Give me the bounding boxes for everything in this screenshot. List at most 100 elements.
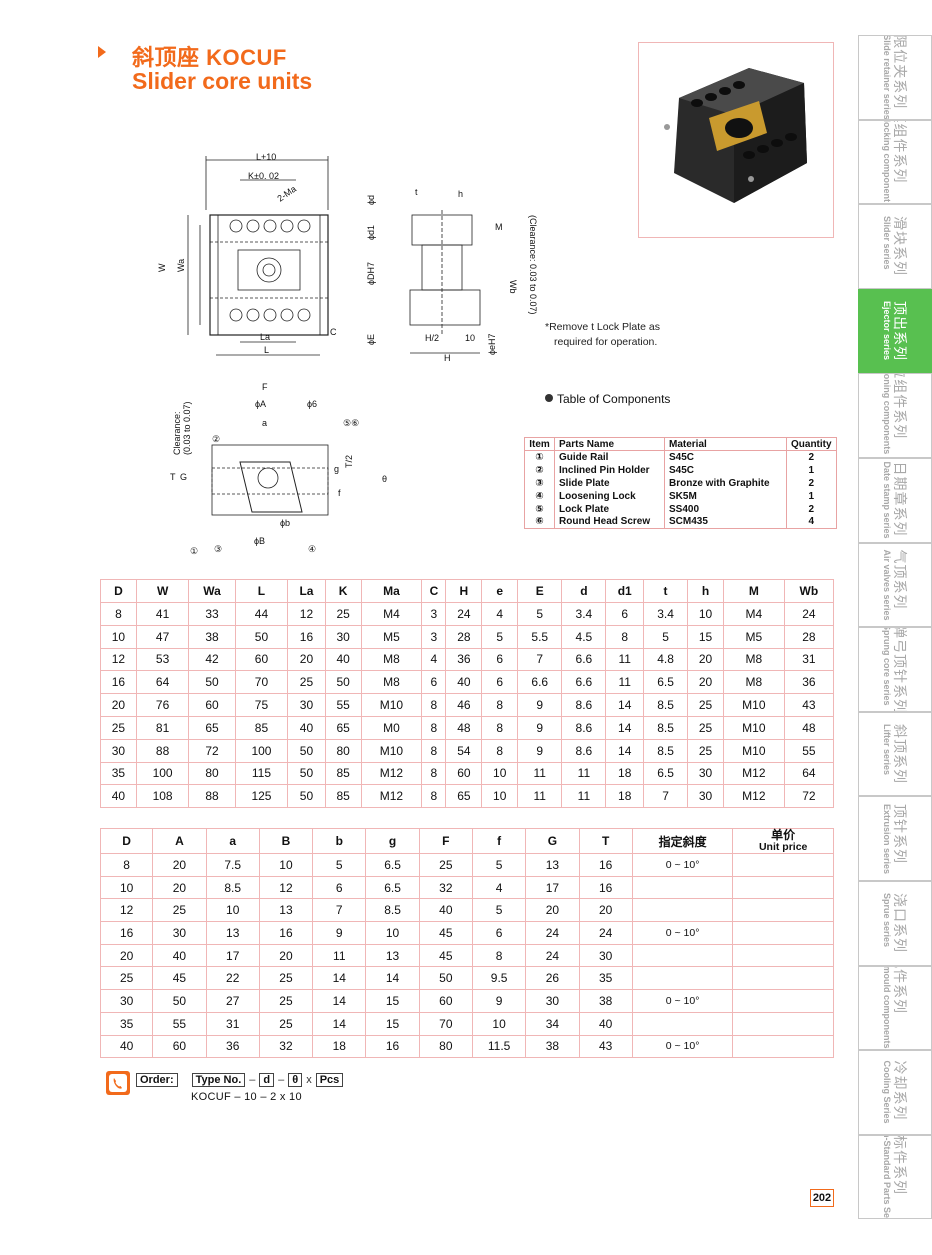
dim-ten: 10 — [465, 333, 475, 343]
table1-cell: 9 — [517, 738, 563, 763]
table1-cell: M5 — [360, 624, 423, 649]
table2-cell: 14 — [312, 1011, 367, 1036]
table1-cell: 50 — [287, 761, 326, 786]
table1-cell: 65 — [188, 715, 236, 740]
dim-l10: L+10 — [256, 152, 276, 162]
table1-cell: 80 — [324, 738, 362, 763]
table1-cell: 20 — [100, 693, 137, 717]
table1-header-cell: E — [517, 579, 563, 603]
table1-cell: 4.8 — [642, 647, 689, 672]
note-line-1: *Remove t Lock Plate as — [545, 321, 660, 333]
table1-header-cell: Wa — [188, 579, 236, 603]
sidebar-item-label-cn: 定位组件系列 — [892, 373, 908, 439]
table1-cell: 24 — [783, 602, 835, 626]
table2-cell: 55 — [152, 1011, 207, 1036]
table2-cell: 80 — [418, 1034, 473, 1059]
dim-w: W — [158, 263, 167, 272]
table1-cell: 8 — [605, 624, 644, 649]
table1-cell: 46 — [445, 693, 483, 717]
table2-cell: 45 — [418, 921, 473, 945]
table1-cell: 12 — [100, 647, 137, 672]
table2-cell: 35 — [578, 966, 633, 991]
table1-cell: 76 — [135, 693, 190, 717]
table1-cell: M12 — [360, 784, 423, 809]
table1-cell: 25 — [100, 715, 137, 740]
table1-cell: 25 — [324, 602, 362, 626]
table1-cell: 11 — [605, 670, 644, 695]
component-cell: SCM435 — [664, 515, 787, 529]
table1-header-cell: h — [687, 579, 724, 603]
table2-cell: 38 — [525, 1034, 580, 1059]
table2-cell: 16 — [99, 921, 154, 945]
table2-header-cell: B — [258, 828, 314, 854]
table1-cell: 6.6 — [561, 647, 607, 672]
sidebar-item-label-cn: 弹弓顶针系列 — [892, 627, 908, 712]
sidebar-item-label-cn: 滑块系列 — [892, 216, 908, 277]
table2-cell: 20 — [525, 898, 580, 923]
sidebar-item-label-en: Slider series — [882, 216, 892, 271]
dim-a: a — [262, 418, 267, 428]
order-dash-2: – — [278, 1074, 285, 1086]
sidebar-item-label-cn: 冷却系列 — [892, 1060, 908, 1121]
table2-cell: 32 — [418, 875, 473, 900]
order-type-no: Type No. — [191, 1073, 246, 1087]
table2-cell — [631, 875, 734, 900]
table1-header-cell: e — [481, 579, 519, 603]
table1-cell: 85 — [234, 715, 289, 740]
table2-cell: 16 — [258, 921, 314, 945]
order-dash-1: – — [249, 1074, 256, 1086]
table2-cell: 24 — [525, 943, 580, 968]
table2-cell: 14 — [312, 966, 367, 991]
table2-cell: 32 — [258, 1034, 314, 1059]
table1-cell: M5 — [722, 624, 785, 649]
dim-b: ϕb — [280, 518, 290, 528]
table2-cell: 36 — [205, 1034, 260, 1059]
table2-cell — [631, 943, 734, 968]
table2-cell: 10 — [258, 853, 314, 877]
table2-header-cell: a — [205, 828, 260, 854]
table2-cell — [732, 1011, 834, 1036]
table2-cell: 5 — [312, 853, 367, 877]
title-arrow-icon — [98, 46, 106, 58]
table1-cell: 28 — [445, 624, 483, 649]
table1-cell: 48 — [445, 715, 483, 740]
table1-cell: M8 — [360, 670, 423, 695]
table1-cell: 8 — [421, 761, 447, 786]
table1-cell: 6 — [421, 670, 447, 695]
table2-cell: 25 — [258, 1011, 314, 1036]
sidebar-item-label-en: Sprue series — [882, 893, 892, 948]
table1-cell: 38 — [188, 624, 236, 649]
component-cell: Bronze with Graphite — [664, 476, 787, 490]
operation-note: *Remove t Lock Plate as required for ope… — [545, 320, 660, 350]
table1-cell: 35 — [100, 761, 137, 786]
table1-cell: 8 — [421, 738, 447, 763]
table2-cell: 30 — [525, 989, 580, 1013]
sidebar-item-label-cn: 顶出系列 — [892, 301, 908, 362]
table1-cell: 14 — [605, 715, 644, 740]
table2-cell: 8.5 — [205, 875, 260, 900]
table2-cell: 9 — [312, 921, 367, 945]
table2-cell: 20 — [152, 853, 207, 877]
table2-header-cell: b — [312, 828, 367, 854]
dim-g-small: g — [334, 464, 339, 474]
